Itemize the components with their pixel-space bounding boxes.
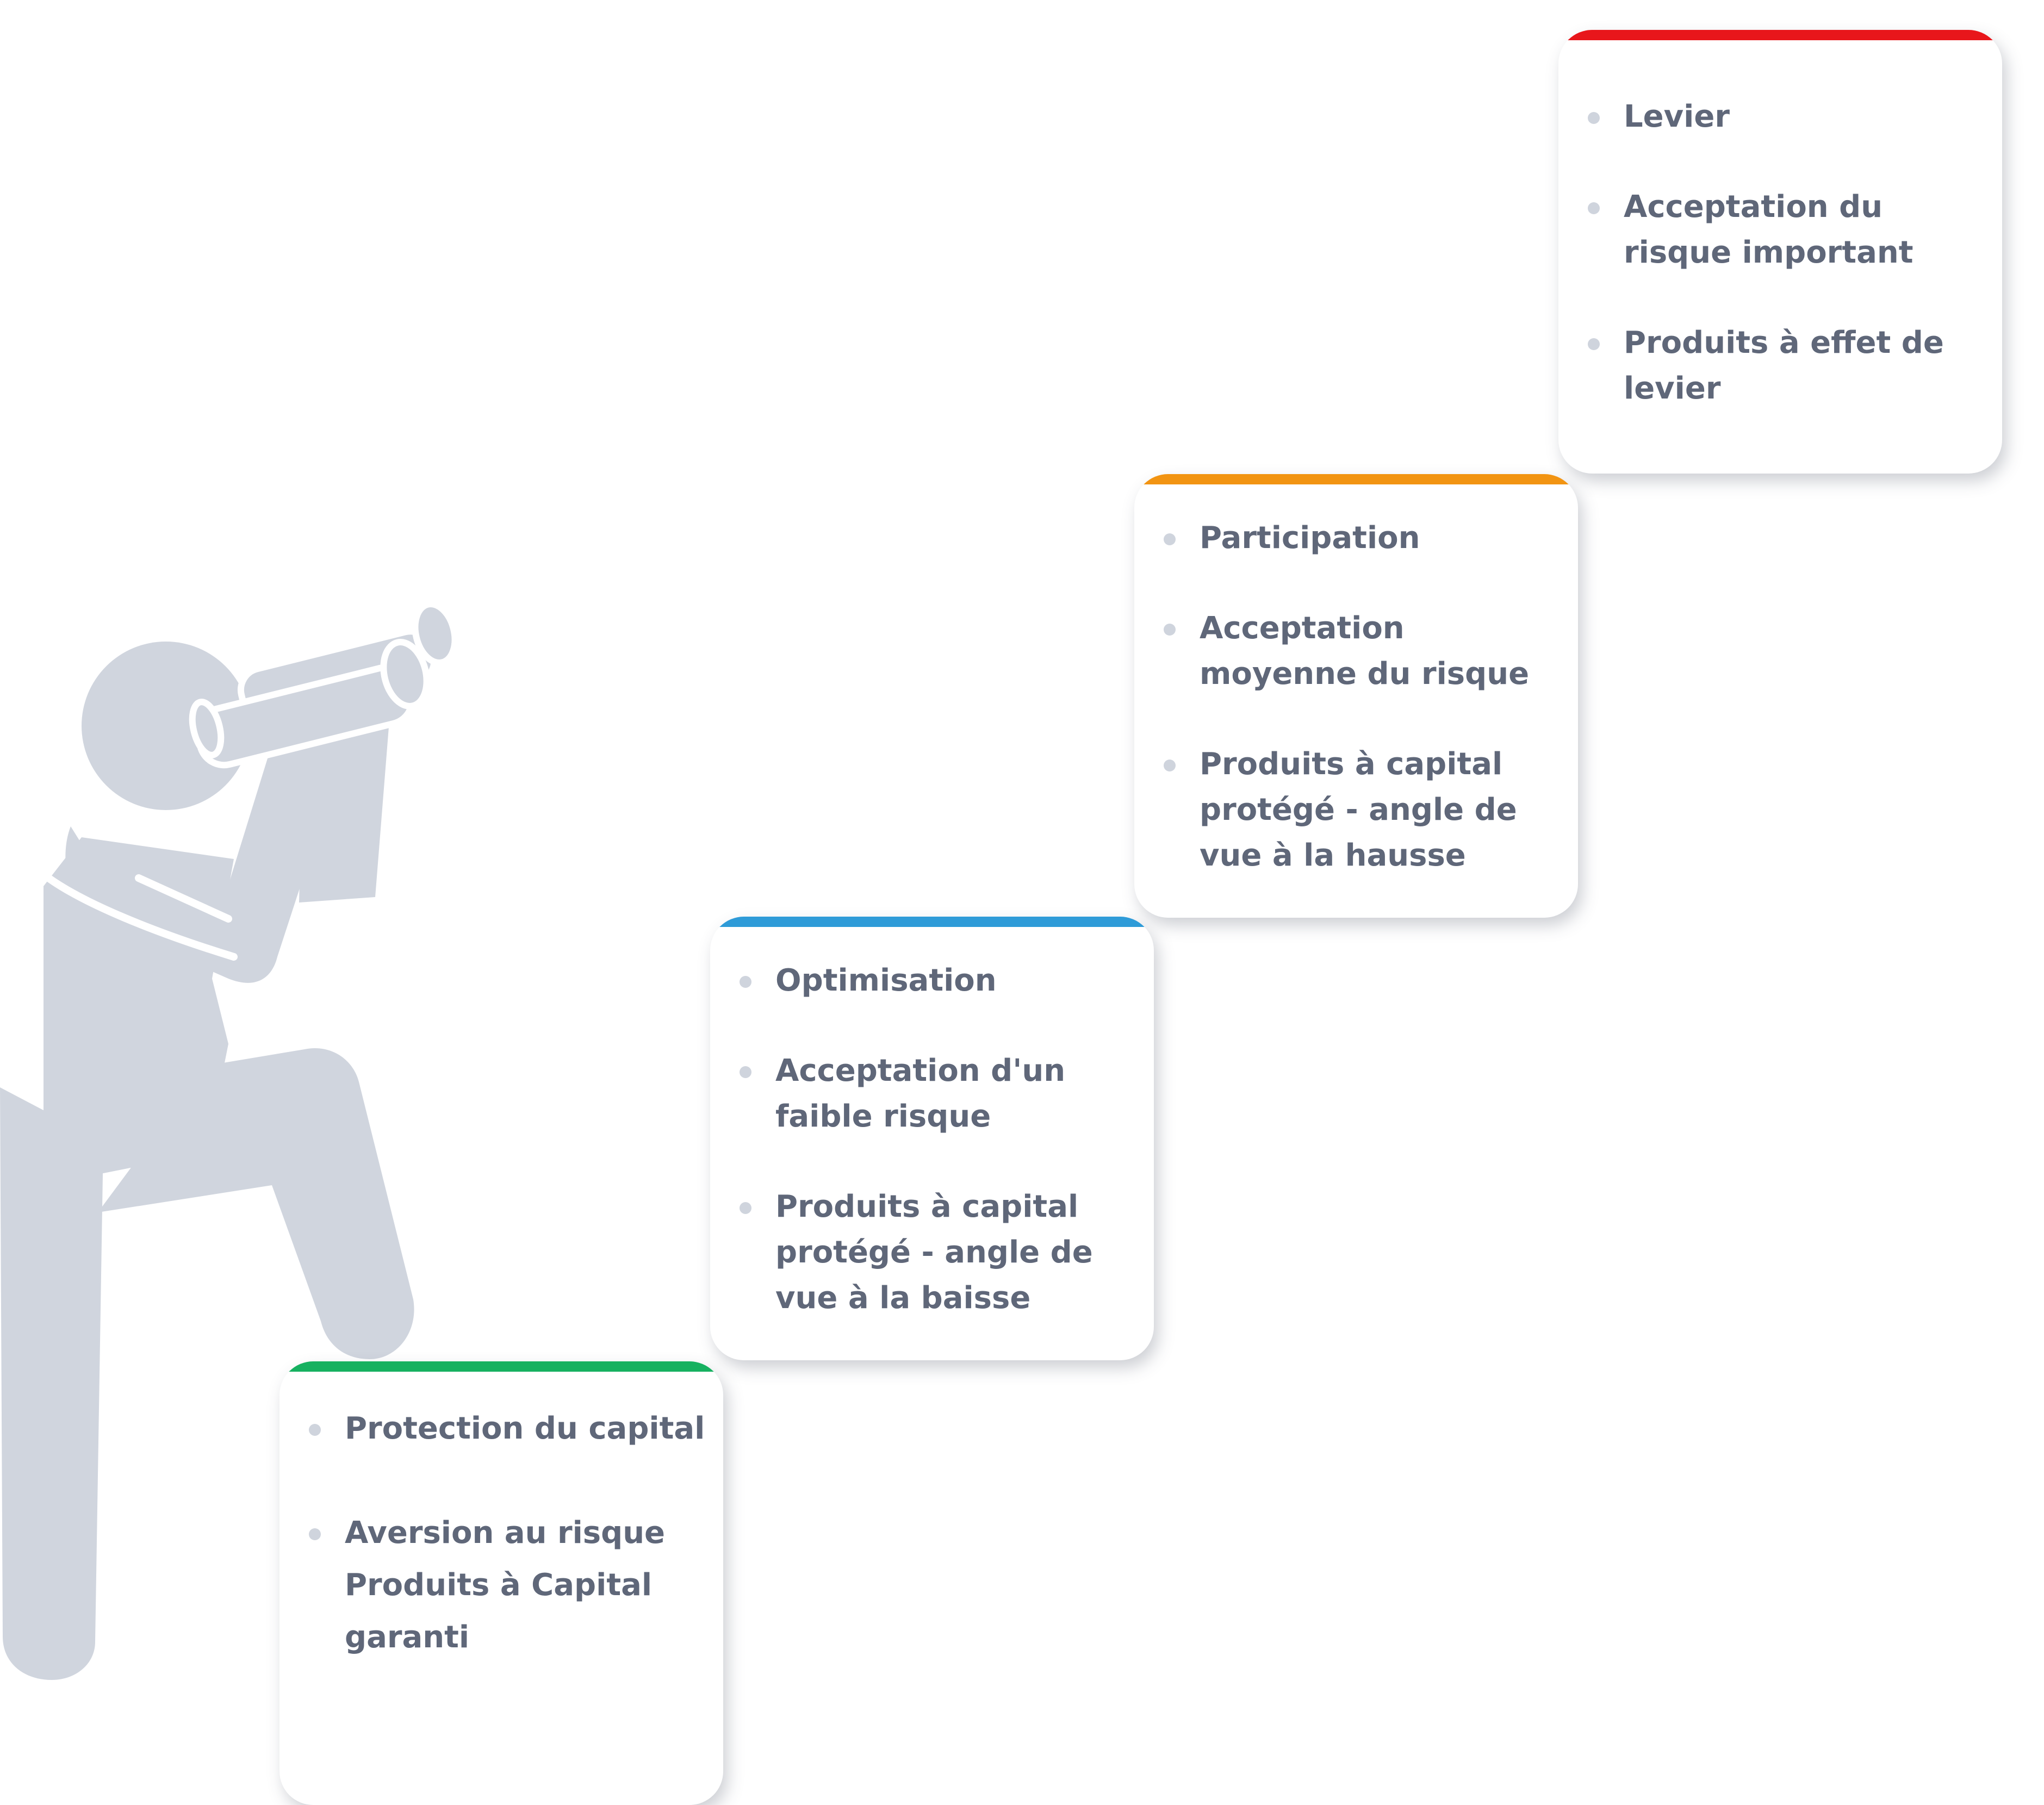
bullet-icon — [309, 1424, 321, 1436]
step-item: Participation — [1164, 515, 1562, 561]
step-card-orange: Participation Acceptation moyenne du ris… — [1134, 474, 1578, 918]
step-item: Produits à capital protégé - angle de vu… — [740, 1184, 1138, 1321]
step-item: Acceptation moyenne du risque — [1164, 606, 1562, 697]
step-item: Protection du capital — [309, 1403, 707, 1455]
step-item: Acceptation du risque important — [1588, 184, 1986, 276]
figure-standing-leg — [0, 1087, 103, 1680]
bullet-icon — [1588, 112, 1600, 124]
step-accent-bar — [279, 1361, 723, 1372]
step-card-red: Levier Acceptation du risque important P… — [1558, 30, 2002, 474]
step-card-green: Protection du capital Aversion au risque… — [279, 1361, 723, 1805]
bullet-icon — [309, 1528, 321, 1540]
person-with-binoculars-icon — [0, 600, 458, 1680]
bullet-icon — [740, 976, 751, 988]
bullet-icon — [1164, 533, 1176, 545]
bullet-icon — [1588, 202, 1600, 214]
bullet-icon — [740, 1066, 751, 1078]
figure-head — [82, 642, 250, 810]
bullet-icon — [1164, 624, 1176, 636]
step-accent-bar — [1134, 474, 1578, 484]
step-item: Levier — [1588, 94, 1986, 140]
figure-raised-leg — [98, 1048, 414, 1359]
step-item: Produits à capital protégé - angle de vu… — [1164, 742, 1562, 879]
bullet-icon — [1164, 760, 1176, 771]
risk-staircase-diagram: Levier Acceptation du risque important P… — [0, 30, 2002, 1680]
step-accent-bar — [710, 917, 1154, 927]
step-item: Acceptation d'un faible risque — [740, 1048, 1138, 1140]
step-item: Optimisation — [740, 958, 1138, 1004]
step-accent-bar — [1558, 30, 2002, 40]
bullet-icon — [1588, 338, 1600, 350]
step-card-blue: Optimisation Acceptation d'un faible ris… — [710, 917, 1154, 1360]
step-item: Produits à effet de levier — [1588, 320, 1986, 412]
step-item: Aversion au risque Produits à Capital ga… — [309, 1507, 707, 1664]
bullet-icon — [740, 1202, 751, 1214]
